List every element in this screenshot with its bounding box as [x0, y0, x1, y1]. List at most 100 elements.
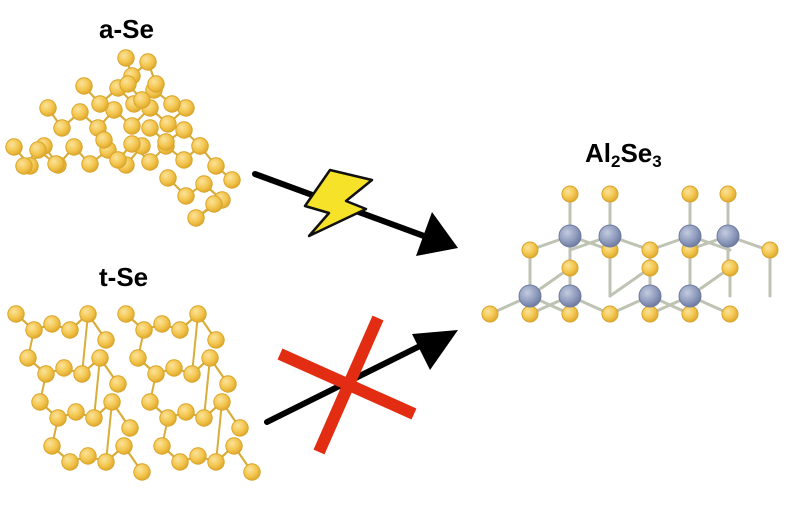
selenium-atom — [641, 305, 659, 323]
selenium-atom — [133, 91, 151, 109]
selenium-atom — [481, 305, 499, 323]
trigonal-selenium-structure — [7, 305, 261, 481]
selenium-atom — [139, 53, 157, 71]
aluminum-atom — [558, 284, 582, 308]
selenium-bond — [105, 401, 113, 463]
aluminum-atom — [678, 224, 702, 248]
selenium-atom — [25, 321, 43, 339]
selenium-atom — [163, 95, 181, 113]
selenium-atom — [81, 155, 99, 173]
selenium-atom — [191, 137, 209, 155]
selenium-atom — [207, 453, 225, 471]
selenium-atom — [175, 151, 193, 169]
selenium-atom — [31, 393, 49, 411]
selenium-atom — [195, 409, 213, 427]
selenium-atom — [159, 115, 177, 133]
selenium-atom — [85, 409, 103, 427]
selenium-atom — [75, 77, 93, 95]
selenium-atom — [195, 175, 213, 193]
selenium-atom — [39, 99, 57, 117]
selenium-atom — [123, 117, 141, 135]
selenium-atom — [119, 75, 137, 93]
selenium-atom — [175, 121, 193, 139]
selenium-atom — [15, 157, 33, 175]
selenium-atom — [79, 305, 97, 323]
selenium-bond — [203, 357, 211, 419]
selenium-atom — [117, 305, 135, 323]
selenium-atom — [61, 453, 79, 471]
selenium-atom — [641, 241, 659, 259]
selenium-atom — [171, 321, 189, 339]
al2se3-crystal-structure — [481, 185, 779, 323]
aluminum-atom — [518, 284, 542, 308]
selenium-atom — [135, 321, 153, 339]
selenium-atom — [761, 241, 779, 259]
aluminum-atom — [558, 224, 582, 248]
selenium-atom — [223, 171, 241, 189]
trigonal-selenium-label: t-Se — [99, 262, 149, 292]
selenium-atom — [61, 321, 79, 339]
selenium-atom — [37, 365, 55, 383]
selenium-atom — [521, 305, 539, 323]
selenium-atom — [129, 349, 147, 367]
selenium-atom — [123, 135, 141, 153]
selenium-atom — [147, 75, 165, 93]
selenium-atom — [681, 185, 699, 203]
selenium-atom — [165, 359, 183, 377]
selenium-atom — [97, 331, 115, 349]
formula-subscript-3: 3 — [652, 152, 662, 171]
selenium-atom — [67, 403, 85, 421]
selenium-atom — [133, 463, 151, 481]
selenium-atom — [109, 375, 127, 393]
selenium-atom — [721, 305, 739, 323]
selenium-atom — [103, 393, 121, 411]
amorphous-selenium-label: a-Se — [99, 14, 154, 44]
selenium-atom — [601, 185, 619, 203]
selenium-atom — [201, 349, 219, 367]
formula-subscript-2: 2 — [611, 152, 621, 171]
selenium-atom — [177, 187, 195, 205]
selenium-atom — [53, 119, 71, 137]
selenium-atom — [65, 138, 83, 156]
selenium-atom — [189, 305, 207, 323]
selenium-atom — [207, 157, 225, 175]
formula-element-al: Al — [585, 138, 611, 168]
aluminum-atom — [678, 284, 702, 308]
selenium-atom — [153, 437, 171, 455]
selenium-atom — [153, 315, 171, 333]
product-formula-label: Al2Se3 — [585, 138, 662, 171]
selenium-atom — [207, 331, 225, 349]
selenium-atom — [159, 409, 177, 427]
aluminum-atom — [716, 224, 740, 248]
selenium-atom — [183, 365, 201, 383]
selenium-bond — [191, 313, 199, 375]
selenium-bond — [215, 401, 223, 463]
amorphous-selenium-structure — [5, 49, 241, 227]
selenium-atom — [205, 195, 223, 213]
selenium-atom — [521, 241, 539, 259]
selenium-atom — [71, 103, 89, 121]
selenium-atom — [231, 419, 249, 437]
lightning-bolt-icon — [303, 168, 374, 238]
selenium-atom — [681, 305, 699, 323]
selenium-atom — [219, 375, 237, 393]
selenium-atom — [121, 419, 139, 437]
selenium-bond — [81, 313, 89, 375]
selenium-atom — [117, 49, 135, 67]
aluminum-atom — [638, 284, 662, 308]
selenium-atom — [157, 133, 175, 151]
selenium-atom — [91, 349, 109, 367]
selenium-atom — [43, 437, 61, 455]
selenium-atom — [141, 153, 159, 171]
selenium-atom — [19, 349, 37, 367]
selenium-atom — [55, 359, 73, 377]
selenium-atom — [721, 259, 739, 277]
red-x-icon — [277, 315, 417, 455]
selenium-atom — [225, 437, 243, 455]
selenium-atom — [171, 453, 189, 471]
selenium-atom — [95, 131, 113, 149]
selenium-atom — [213, 393, 231, 411]
selenium-atom — [243, 463, 261, 481]
selenium-bond — [93, 357, 101, 419]
